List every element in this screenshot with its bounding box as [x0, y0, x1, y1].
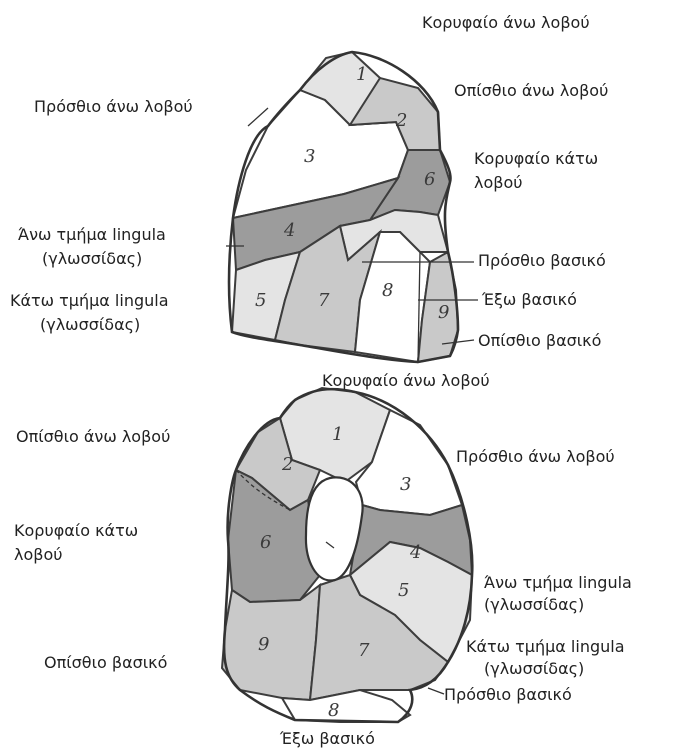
lateral-num-6: 6	[424, 169, 435, 190]
medial-label-anterior-upper: Πρόσθιο άνω λοβού	[456, 447, 615, 466]
lateral-label-superior-lower-2: λοβού	[474, 173, 523, 192]
lateral-label-sup-lingula-1: Άνω τμήμα lingula	[18, 225, 166, 244]
medial-label-superior-lower-1: Κορυφαίο κάτω	[14, 521, 138, 540]
lateral-label-superior-lower-1: Κορυφαίο κάτω	[474, 149, 598, 168]
medial-leader-anterior-basal	[428, 688, 444, 694]
medial-label-inf-lingula-1: Κάτω τμήμα lingula	[466, 637, 625, 656]
medial-label-sup-lingula-2: (γλωσσίδας)	[484, 595, 584, 614]
medial-label-apical-upper: Κορυφαίο άνω λοβού	[322, 371, 490, 390]
lateral-lung-view: 1 2 3 4 5 6 7 8 9 Κορυφαίο άνω λοβού Οπί…	[10, 13, 608, 362]
medial-num-2: 2	[281, 454, 293, 475]
medial-num-1: 1	[332, 424, 343, 445]
lateral-num-8: 8	[382, 280, 393, 301]
medial-lung-view: 1 2 3 4 5 6 7 8 9 Κορυφαίο άνω λοβού Οπί…	[14, 371, 632, 748]
lateral-num-7: 7	[318, 290, 330, 311]
lateral-label-posterior-basal: Οπίσθιο βασικό	[478, 331, 601, 350]
medial-label-superior-lower-2: λοβού	[14, 545, 63, 564]
medial-label-anterior-basal: Πρόσθιο βασικό	[444, 685, 572, 704]
lateral-label-anterior-upper: Πρόσθιο άνω λοβού	[34, 97, 193, 116]
lateral-label-anterior-basal: Πρόσθιο βασικό	[478, 251, 606, 270]
medial-num-8: 8	[328, 700, 339, 721]
medial-num-9: 9	[258, 634, 269, 655]
lateral-num-3: 3	[304, 146, 315, 167]
medial-label-lateral-basal: Έξω βασικό	[279, 729, 375, 748]
lateral-label-posterior-upper: Οπίσθιο άνω λοβού	[454, 81, 608, 100]
medial-num-6: 6	[260, 532, 271, 553]
lateral-label-inf-lingula-2: (γλωσσίδας)	[40, 315, 140, 334]
lateral-num-1: 1	[356, 64, 367, 85]
medial-num-4: 4	[409, 542, 421, 563]
lateral-num-9: 9	[438, 302, 449, 323]
lateral-leader-anterior-upper	[248, 108, 268, 126]
lateral-num-5: 5	[255, 290, 266, 311]
lateral-num-4: 4	[283, 220, 295, 241]
medial-label-sup-lingula-1: Άνω τμήμα lingula	[484, 573, 632, 592]
lateral-label-sup-lingula-2: (γλωσσίδας)	[42, 249, 142, 268]
medial-label-posterior-upper: Οπίσθιο άνω λοβού	[16, 427, 170, 446]
medial-num-7: 7	[358, 640, 370, 661]
lateral-label-inf-lingula-1: Κάτω τμήμα lingula	[10, 291, 169, 310]
medial-label-posterior-basal: Οπίσθιο βασικό	[44, 653, 167, 672]
lateral-num-2: 2	[395, 110, 407, 131]
lateral-label-lateral-basal: Έξω βασικό	[481, 290, 577, 309]
lateral-label-apical-upper: Κορυφαίο άνω λοβού	[422, 13, 590, 32]
medial-num-3: 3	[400, 474, 411, 495]
medial-num-5: 5	[398, 580, 409, 601]
medial-label-inf-lingula-2: (γλωσσίδας)	[484, 659, 584, 678]
medial-segment-9	[222, 585, 320, 700]
